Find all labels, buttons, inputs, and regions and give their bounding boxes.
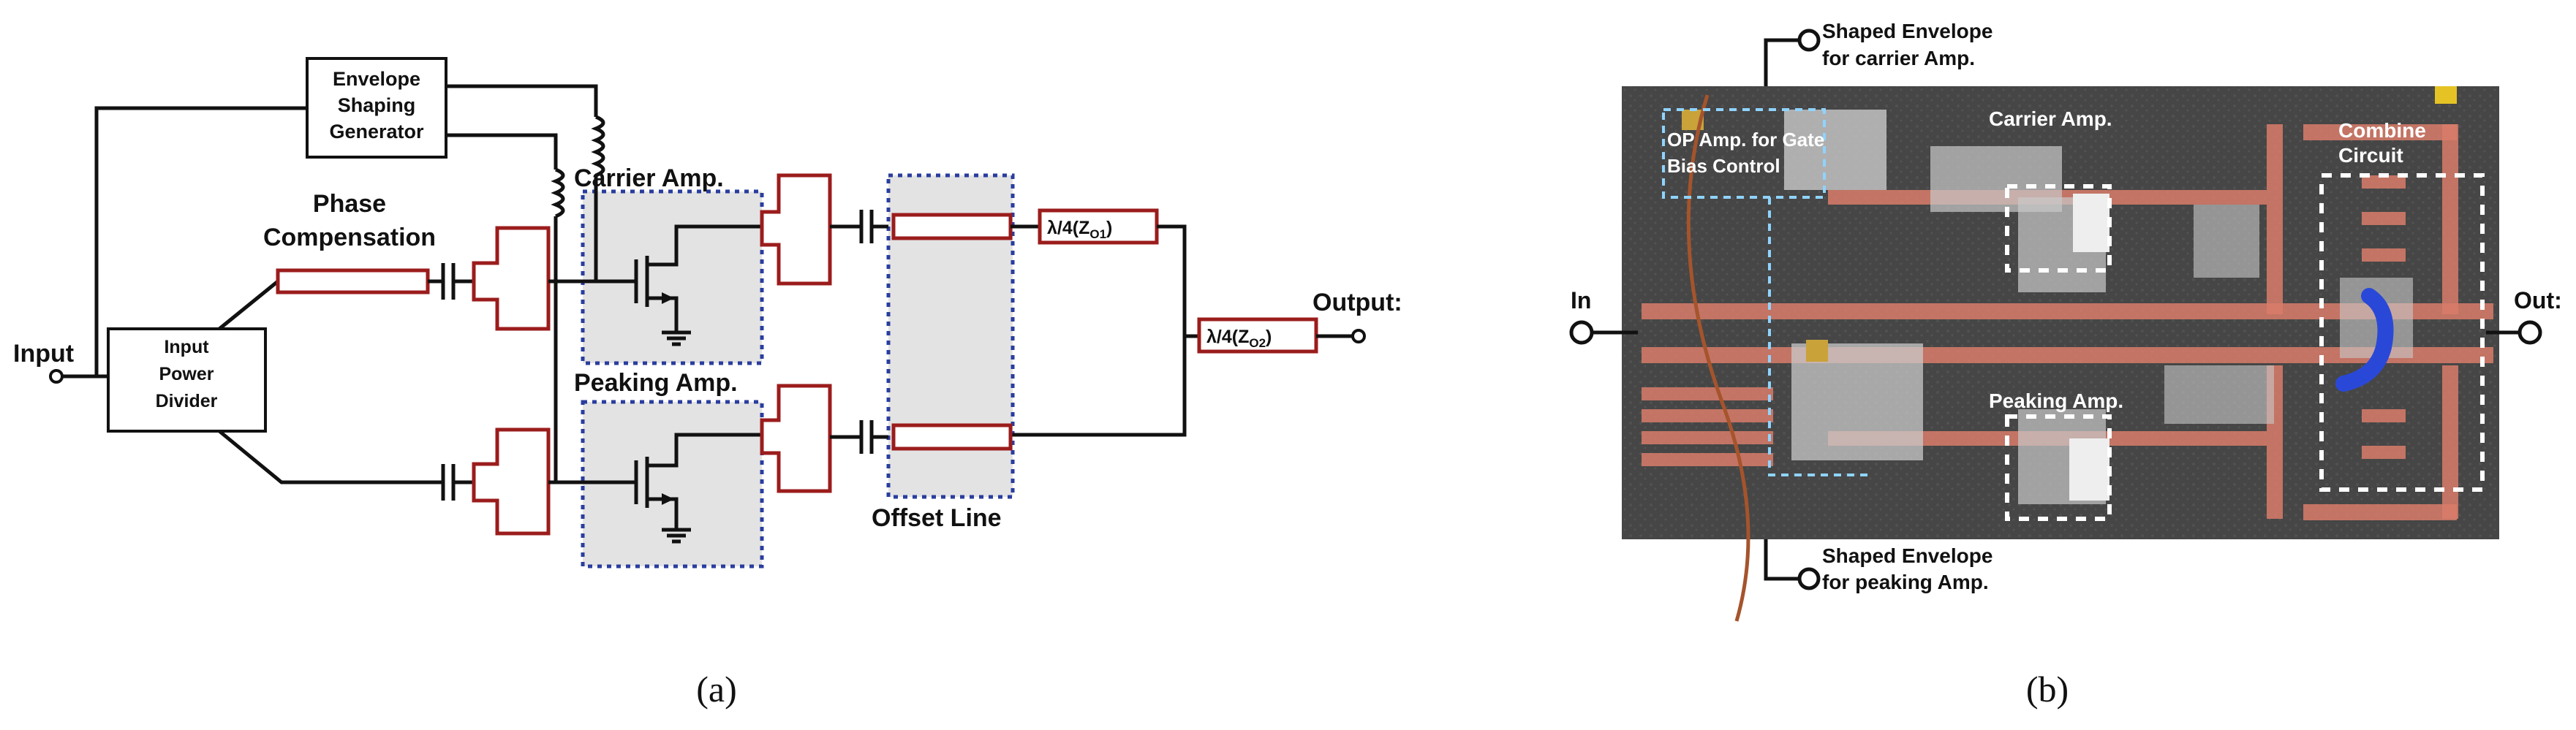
envelope-shaping-generator-box xyxy=(306,57,447,159)
env-peaking-label-1: Shaped Envelope xyxy=(1822,544,1993,567)
caption-a: (a) xyxy=(696,669,737,710)
upper-dc-block-cap xyxy=(441,263,456,300)
out-label: Out: xyxy=(2514,287,2562,313)
in-terminal xyxy=(1569,320,1594,345)
caption-b: (b) xyxy=(2026,669,2069,710)
esg-line1: Envelope xyxy=(333,68,420,90)
combine-label-1: Combine xyxy=(2338,119,2426,142)
carrier-amp-outline xyxy=(2005,184,2112,273)
env-carrier-label-2: for carrier Amp. xyxy=(1822,47,1975,69)
peaking-amp-outline xyxy=(2005,414,2112,521)
carrier-amp-board-label: Carrier Amp. xyxy=(1989,107,2112,130)
env-to-peaking-wire xyxy=(446,133,558,170)
envelope-feed-wire xyxy=(94,106,307,376)
input-power-divider-box xyxy=(107,327,267,433)
carrier-amp-box xyxy=(581,189,764,365)
peaking-amp-board-label: Peaking Amp. xyxy=(1989,389,2123,412)
qw2-label: λ/4(ZO2) xyxy=(1206,327,1272,350)
peaking-offset-line xyxy=(891,423,1013,451)
qw1-to-combine-wire xyxy=(1009,224,1187,437)
upper-branch-diag xyxy=(218,280,279,330)
carrier-offset-line xyxy=(891,213,1013,240)
phase-comp-line1: Phase xyxy=(313,190,386,218)
peaking-device xyxy=(2069,438,2109,501)
rf-traces xyxy=(1642,124,2493,520)
carrier-transistor xyxy=(625,224,762,346)
upper-input-match xyxy=(472,226,551,331)
env-to-carrier-wire xyxy=(446,84,598,117)
env-carrier-lead xyxy=(1764,38,1799,86)
input-label: Input xyxy=(13,340,74,368)
esg-line3: Generator xyxy=(329,121,424,142)
blue-wire xyxy=(2335,288,2394,392)
lower-input-match xyxy=(472,427,551,536)
peaking-amp-label: Peaking Amp. xyxy=(574,369,738,397)
offset-line-label: Offset Line xyxy=(872,504,1002,532)
peaking-transistor xyxy=(625,433,762,544)
ipd-line2: Power xyxy=(159,364,214,384)
env-peaking-terminal xyxy=(1797,567,1821,590)
env-carrier-label-1: Shaped Envelope xyxy=(1822,20,1993,42)
output-terminal xyxy=(1351,329,1366,343)
output-label: Output: xyxy=(1312,289,1402,316)
qw1-box xyxy=(1038,208,1159,245)
board-panel: Carrier Amp. Peaking Amp. Combine Circui… xyxy=(1569,20,2562,710)
input-terminal xyxy=(49,369,64,384)
env-peaking-lead xyxy=(1764,539,1799,581)
lower-branch-wire xyxy=(218,430,443,484)
op-amp-label-2: Bias Control xyxy=(1667,155,1780,177)
carrier-amp-label: Carrier Amp. xyxy=(574,164,724,192)
op-amp-outline-ext xyxy=(1768,197,1872,476)
env-carrier-terminal xyxy=(1797,28,1821,52)
peaking-output-cap xyxy=(830,420,888,454)
schematic-panel: Envelope Shaping Generator Input Power D… xyxy=(13,57,1402,710)
qw1-label: λ/4(ZO1) xyxy=(1047,218,1112,241)
carrier-device xyxy=(2073,194,2109,252)
op-amp-label-1: OP Amp. for Gate xyxy=(1667,129,1824,151)
solder-areas xyxy=(1682,86,2457,622)
combine-circuit-outline xyxy=(2319,173,2485,492)
carrier-output-match xyxy=(760,173,832,286)
env-peaking-label-2: for peaking Amp. xyxy=(1822,571,1989,593)
peaking-output-match xyxy=(760,384,832,493)
yellow-connector xyxy=(2435,86,2457,104)
ipd-line1: Input xyxy=(164,337,209,357)
phase-compensation-line xyxy=(276,268,430,294)
in-label: In xyxy=(1571,287,1591,313)
carrier-output-cap xyxy=(830,210,888,243)
phase-comp-line2: Compensation xyxy=(263,224,436,251)
ipd-line3: Divider xyxy=(156,391,218,411)
op-amp-outline xyxy=(1662,108,1826,199)
lower-dc-block-cap xyxy=(441,464,456,501)
esg-line2: Shaping xyxy=(338,94,416,116)
capacitor-chip xyxy=(1806,340,1828,362)
copper-wire xyxy=(1686,94,1750,622)
out-terminal xyxy=(2518,320,2542,345)
combine-label-2: Circuit xyxy=(2338,144,2403,167)
